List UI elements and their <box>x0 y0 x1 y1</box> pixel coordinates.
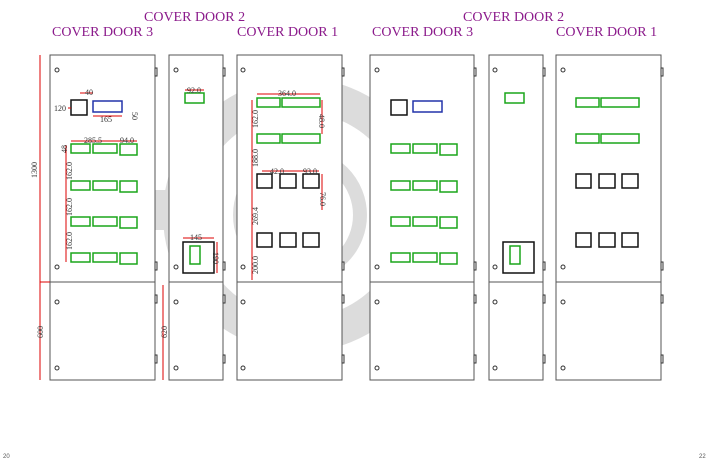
title-cover-door-3-right: COVER DOOR 3 <box>372 25 473 40</box>
dim-40: 40 <box>85 88 93 97</box>
title-cover-door-1-right: COVER DOOR 1 <box>556 25 657 40</box>
components-door-1-right <box>575 97 640 248</box>
dim-lower-600: 600 <box>36 326 45 338</box>
dimension-labels: 1300 600 620 120 40 165 50 285.5 94.0 48… <box>30 86 327 338</box>
dim-48-door1: 48.0 <box>317 114 326 128</box>
dim-50: 50 <box>130 112 139 120</box>
title-cover-door-3-left: COVER DOOR 3 <box>52 25 153 40</box>
dim-188: 188.0 <box>251 149 260 167</box>
dim-269: 269.4 <box>251 207 260 225</box>
dim-42: 42.0 <box>270 167 284 176</box>
dim-lower-620: 620 <box>160 326 169 338</box>
dim-162-door1: 162.0 <box>251 110 260 128</box>
dim-145: 145 <box>190 233 202 242</box>
panel-door-1-left <box>236 54 343 381</box>
dim-48: 48 <box>60 145 69 153</box>
page-number-right: 22 <box>699 454 706 460</box>
dim-285: 285.5 <box>84 136 102 145</box>
dim-76: 76.0 <box>318 192 327 206</box>
title-cover-door-2-left: COVER DOOR 2 <box>144 10 245 25</box>
dim-165: 165 <box>100 115 112 124</box>
title-cover-door-2-right: COVER DOOR 2 <box>463 10 564 25</box>
door-locks-and-hinges <box>54 67 664 371</box>
dim-190: 190 <box>211 252 220 264</box>
components-door-3-left <box>70 99 138 265</box>
panel-door-2-left <box>168 54 224 381</box>
title-cover-door-1-left: COVER DOOR 1 <box>237 25 338 40</box>
dim-row-gap-2: 162.0 <box>65 198 74 216</box>
dim-row-gap-1: 162.0 <box>65 162 74 180</box>
panel-door-1-right <box>555 54 662 381</box>
dim-total-height: 1300 <box>30 162 39 178</box>
dim-120: 120 <box>54 104 66 113</box>
components-door-2-left <box>182 92 215 274</box>
dim-364: 364.0 <box>278 89 296 98</box>
components-door-3-right <box>390 99 458 265</box>
panel-door-2-right <box>488 54 544 381</box>
dim-94: 94.0 <box>120 136 134 145</box>
dimension-lines <box>39 55 323 380</box>
components-door-1-left <box>256 97 321 248</box>
page-number-left: 20 <box>3 454 10 460</box>
dim-row-gap-3: 162.0 <box>65 232 74 250</box>
dim-93: 93.0 <box>303 167 317 176</box>
components-door-2-right <box>502 92 535 274</box>
dim-200: 200.0 <box>251 256 260 274</box>
dim-92: 92.0 <box>187 86 201 95</box>
